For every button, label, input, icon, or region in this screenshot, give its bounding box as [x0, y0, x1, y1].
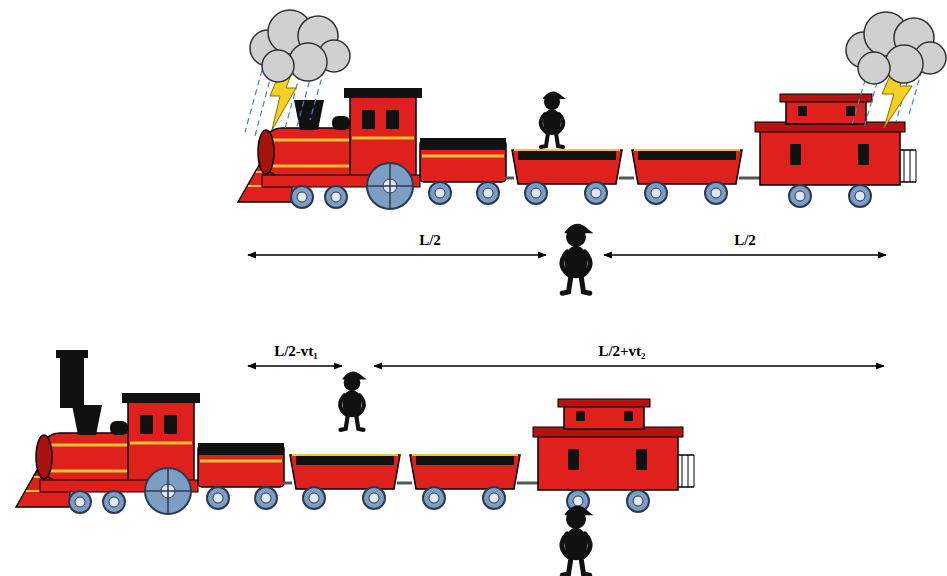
cloud-left	[250, 10, 350, 82]
smokestack-bottom-part	[56, 350, 88, 358]
dimension-lines-bottom-part	[374, 365, 884, 367]
train-top	[238, 88, 916, 209]
observer-on-train-top-part	[541, 91, 566, 147]
observer-on-ground-top-part	[562, 224, 594, 293]
dimension-lines-top-part	[604, 254, 886, 256]
dimension-label: L/2	[417, 232, 443, 249]
observer-on-train-top	[541, 91, 566, 147]
rain-left-part	[255, 72, 272, 136]
cloud-right-part	[846, 12, 946, 84]
dimension-label: L/2-vt₁	[272, 343, 320, 360]
train-top-part	[238, 88, 916, 209]
dimension-lines-top	[248, 254, 886, 256]
dimension-label: L/2+vt₂	[596, 343, 647, 360]
cloud-right	[846, 12, 946, 84]
observer-on-train-bottom	[340, 372, 367, 430]
observer-on-ground-bottom	[562, 506, 594, 575]
dimension-label: L/2	[732, 232, 758, 249]
rain-left-part	[245, 70, 262, 132]
smokestack-bottom-part	[60, 354, 84, 408]
dimension-lines-top-part	[248, 254, 546, 256]
dimension-lines-bottom-part	[248, 365, 342, 367]
smokestack-bottom	[56, 350, 88, 408]
observer-on-train-bottom-part	[340, 372, 367, 430]
cloud-left-part	[250, 10, 350, 82]
observer-on-ground-bottom-part	[562, 506, 594, 575]
dimension-lines-bottom	[248, 365, 884, 367]
observer-on-ground-top	[562, 224, 594, 293]
